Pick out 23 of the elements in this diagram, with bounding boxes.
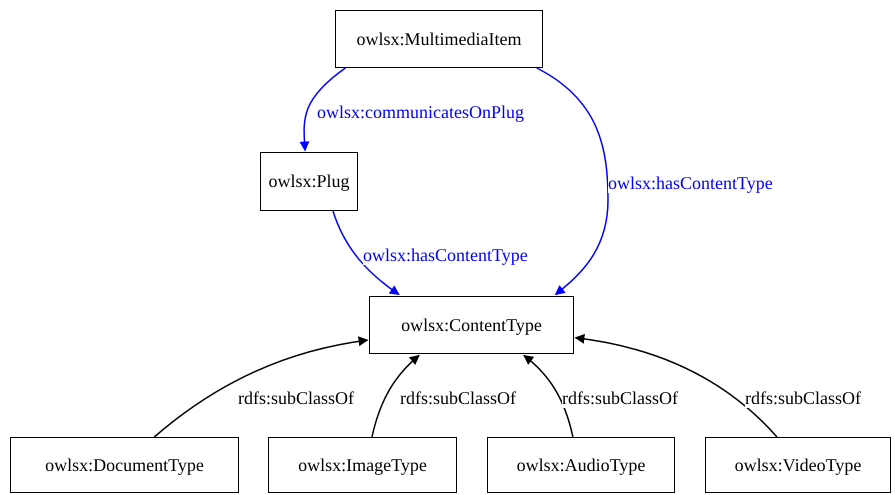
class-box [487,437,675,493]
class-name: owlsx:ImageType [298,454,427,476]
arrow [371,354,420,438]
arrow [523,354,574,438]
arrow [154,336,368,438]
class-name: owlsx:AudioType [516,454,646,476]
edge-label: rdfs:subClassOf [745,388,861,408]
class-name: owlsx:ContentType [401,314,542,336]
arrow [332,210,400,296]
edge-label: rdfs:subClassOf [562,388,678,408]
class-box [260,152,358,211]
class-box [335,10,543,68]
class-name: owlsx:DocumentType [45,454,204,476]
class-name: owlsx:VideoType [734,454,862,476]
class-box [369,296,574,354]
class-box [268,437,457,493]
class-name: owlsx:Plug [268,171,350,192]
arrow [536,67,609,296]
class-box [10,437,239,493]
arrow [574,334,778,438]
class-box [705,437,891,493]
class-name: owlsx:MultimediaItem [356,28,522,50]
arrow [299,67,346,152]
